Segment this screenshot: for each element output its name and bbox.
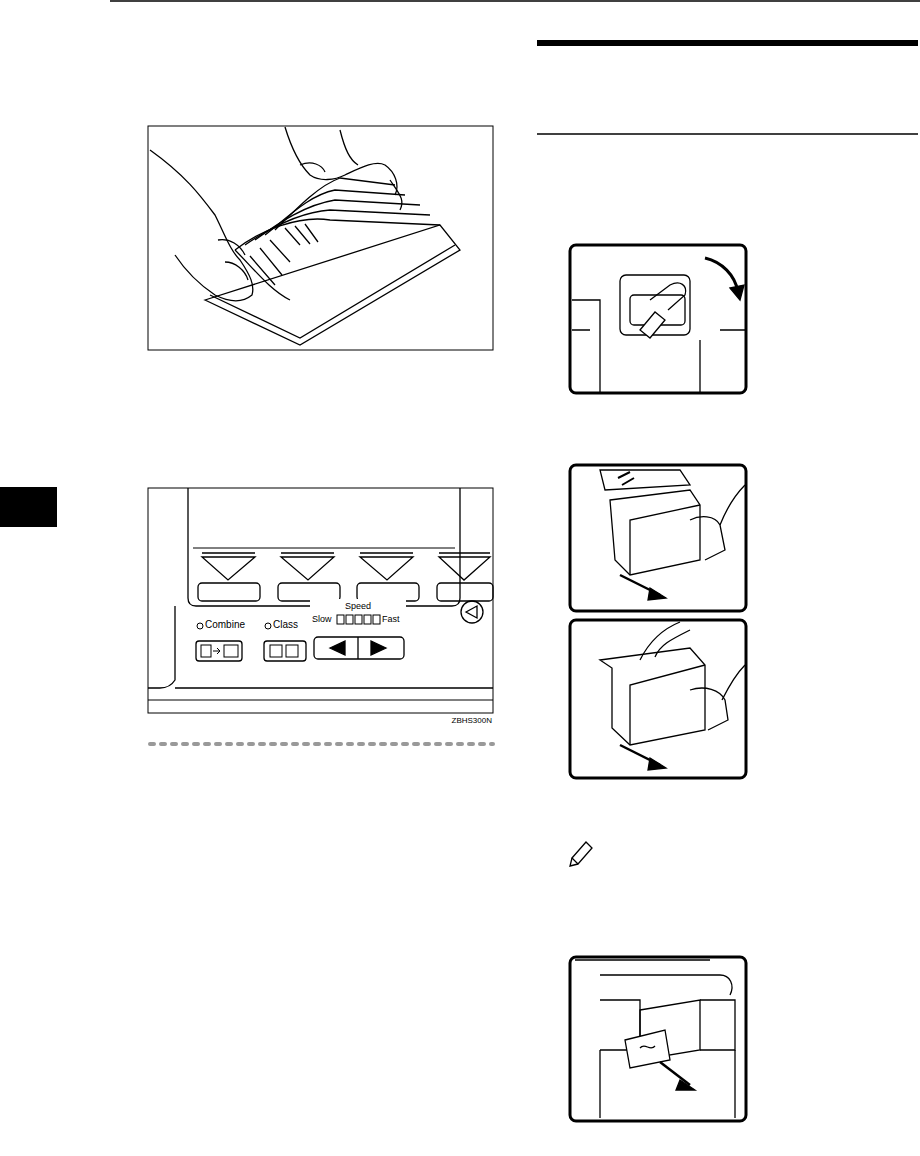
speed-scale-label: Slow <box>312 615 332 624</box>
figure-code: ZBHS300N <box>452 717 492 725</box>
panel-key-label: Class <box>273 620 298 630</box>
panel-heading: Speed <box>345 602 371 611</box>
panel-key-label: Combine <box>205 620 245 630</box>
speed-scale-label: Fast <box>382 615 400 624</box>
